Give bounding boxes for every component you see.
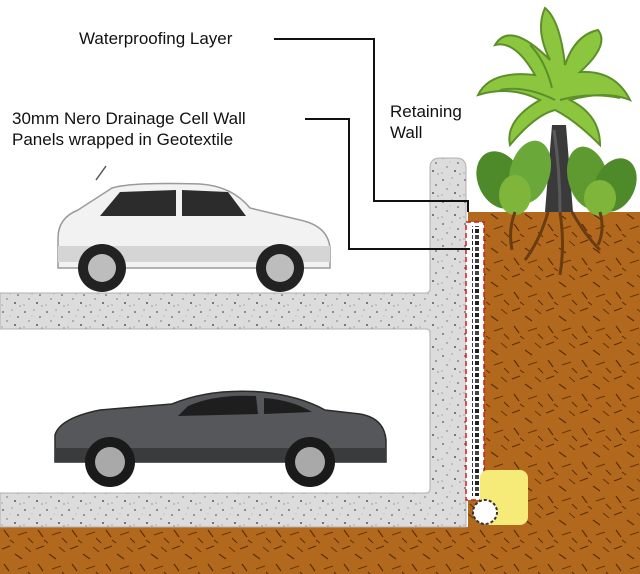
drainage-cell-panel [465,221,485,501]
waterproofing-layer-text: Waterproofing Layer [79,29,233,48]
retaining-wall-text-line1: Retaining [390,102,462,121]
drainage-cell-text-line1: 30mm Nero Drainage Cell Wall [12,109,246,128]
drainage-cell-label: 30mm Nero Drainage Cell Wall Panels wrap… [12,108,246,150]
shrub-plants [476,140,637,216]
retaining-wall-text-line2: Wall [390,123,423,142]
waterproofing-layer-label: Waterproofing Layer [79,28,232,49]
grey-coupe-icon [54,390,387,487]
retaining-wall-label: Retaining Wall [390,101,462,143]
drainage-cell-text-line2: Panels wrapped in Geotextile [12,130,234,149]
drainage-pipe-icon [472,470,528,525]
retaining-wall [0,157,467,528]
waterproofing-leader-line [274,38,469,212]
drainage-leader-line [305,118,470,250]
palm-tree-icon [476,6,633,213]
tree-roots [509,211,604,276]
white-suv-icon [57,165,331,292]
